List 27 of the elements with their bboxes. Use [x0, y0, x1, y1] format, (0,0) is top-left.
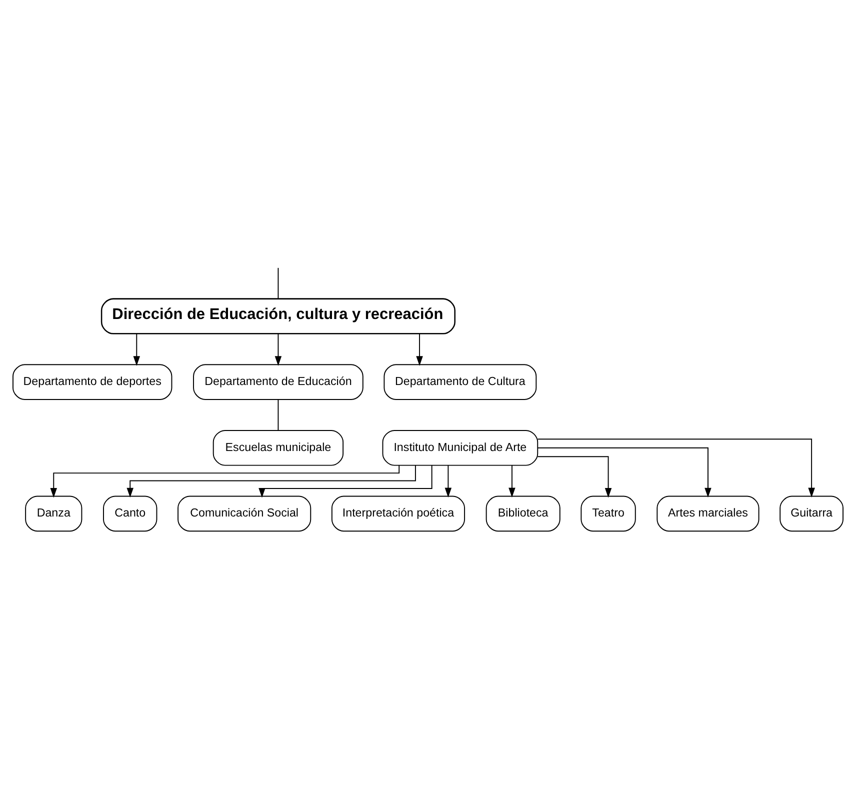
arrow [258, 464, 432, 498]
arrow [416, 333, 423, 366]
arrow [126, 465, 416, 498]
arrow [537, 447, 712, 498]
node-box: Biblioteca [486, 496, 560, 532]
arrow [508, 465, 516, 498]
arrow [537, 438, 815, 498]
node-box: Danza [25, 496, 82, 532]
arrow [274, 333, 282, 366]
connector [278, 399, 279, 431]
node-box: Dirección de Educación, cultura y recreación [100, 298, 456, 334]
node-box: Departamento de deportes [12, 364, 172, 400]
node-box: Comunicación Social [178, 496, 312, 532]
arrow [444, 465, 452, 498]
arrow [133, 333, 140, 366]
node-box: Teatro [580, 496, 636, 532]
arrow [537, 456, 612, 498]
node-box: Instituto Municipal de Arte [382, 430, 538, 466]
node-box: Artes marciales [656, 496, 760, 532]
arrow [50, 464, 400, 498]
node-box: Escuelas municipale [212, 430, 344, 466]
node-box: Interpretación poética [331, 496, 466, 532]
node-box: Canto [103, 496, 158, 532]
node-box: Departamento de Educación [193, 364, 364, 400]
node-box: Guitarra [780, 496, 844, 532]
node-box: Departamento de Cultura [384, 364, 537, 400]
connector [278, 267, 279, 300]
